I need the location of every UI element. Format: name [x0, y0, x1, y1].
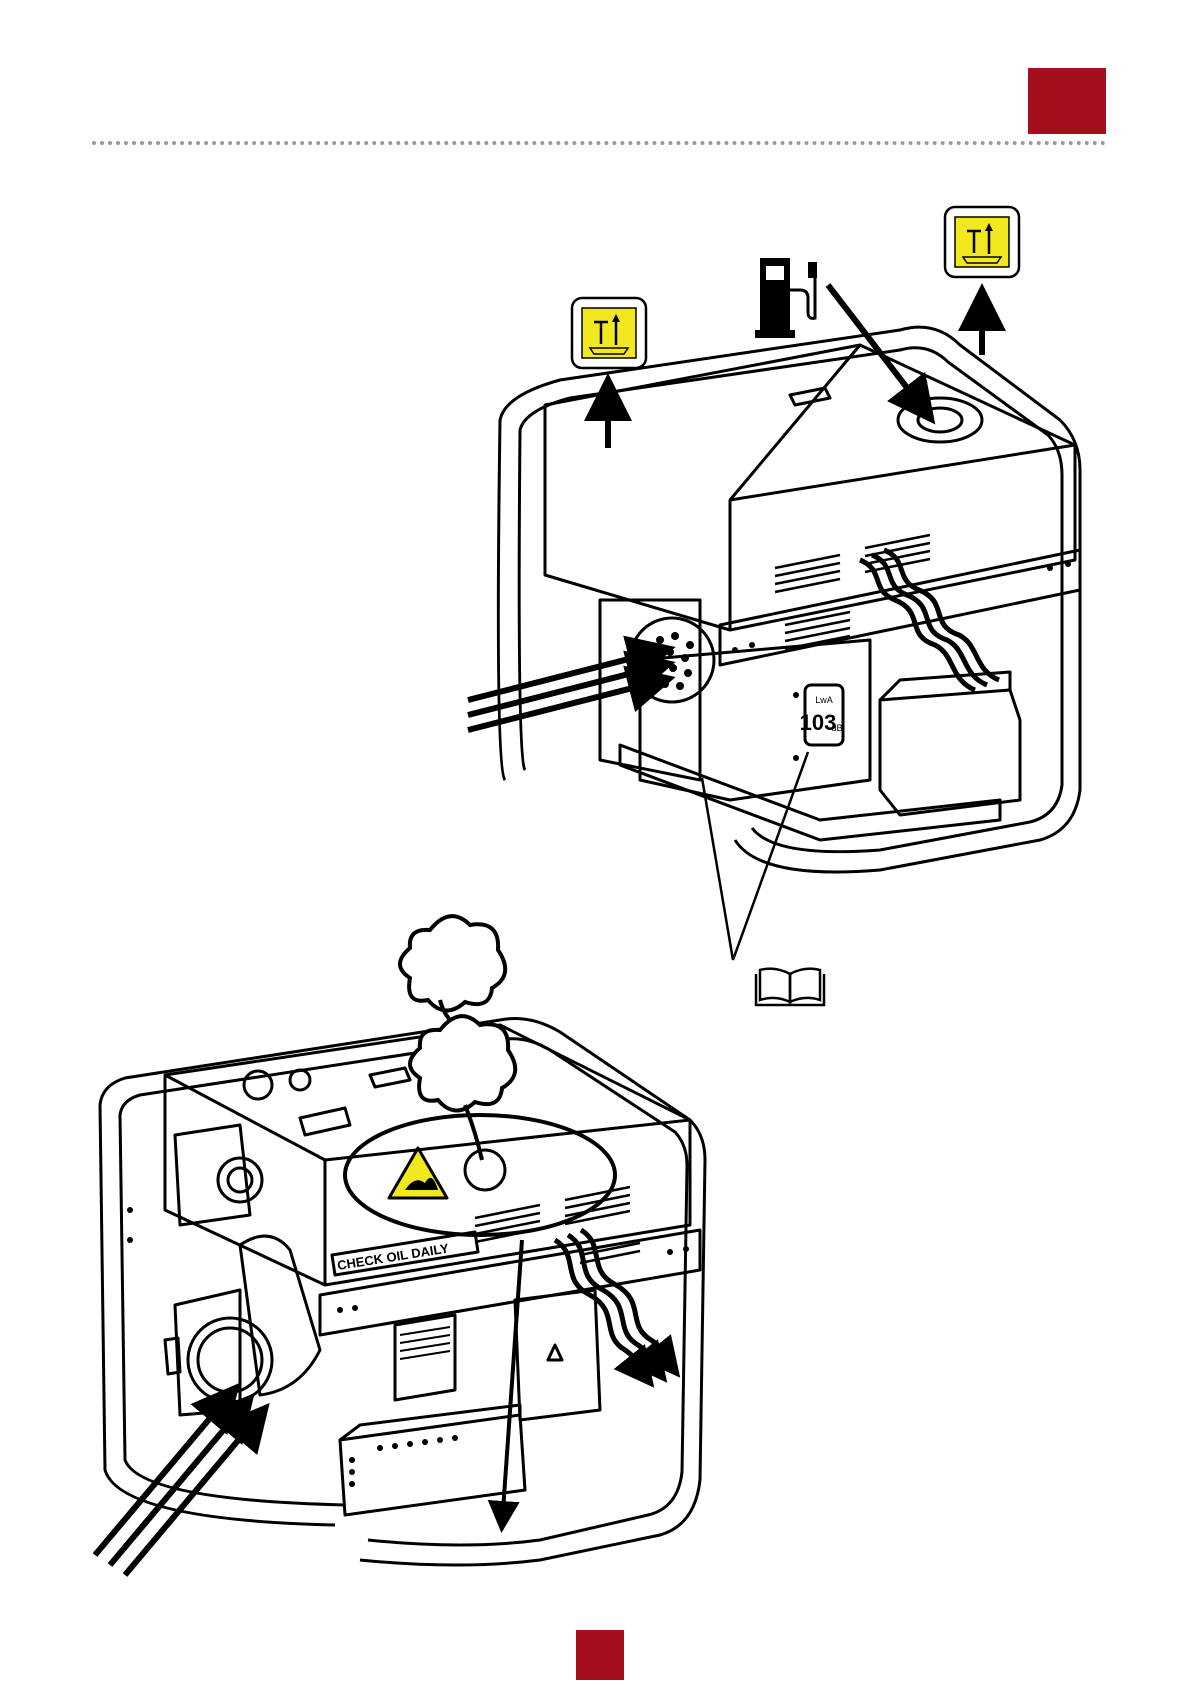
- fuel-arrow: [828, 285, 928, 415]
- page-number-tab: [576, 1630, 624, 1680]
- generator-front-view: [100, 1019, 705, 1566]
- exhaust-cloud-icon: [400, 916, 505, 1030]
- fuel-pump-icon: [755, 258, 817, 338]
- hot-surface-warning-icon: [389, 1148, 447, 1198]
- air-intake-arrows-bottom: [95, 1392, 262, 1575]
- lift-arrows-top: [608, 295, 982, 448]
- manual-book-icon: [756, 969, 824, 1005]
- svg-text:dB: dB: [831, 723, 842, 733]
- generator-rear-view: [498, 327, 1080, 872]
- level-check-icon: [945, 207, 1019, 277]
- svg-text:LwA: LwA: [815, 695, 833, 705]
- exhaust-cloud-icon: [410, 1016, 515, 1160]
- level-check-icon: [572, 298, 646, 368]
